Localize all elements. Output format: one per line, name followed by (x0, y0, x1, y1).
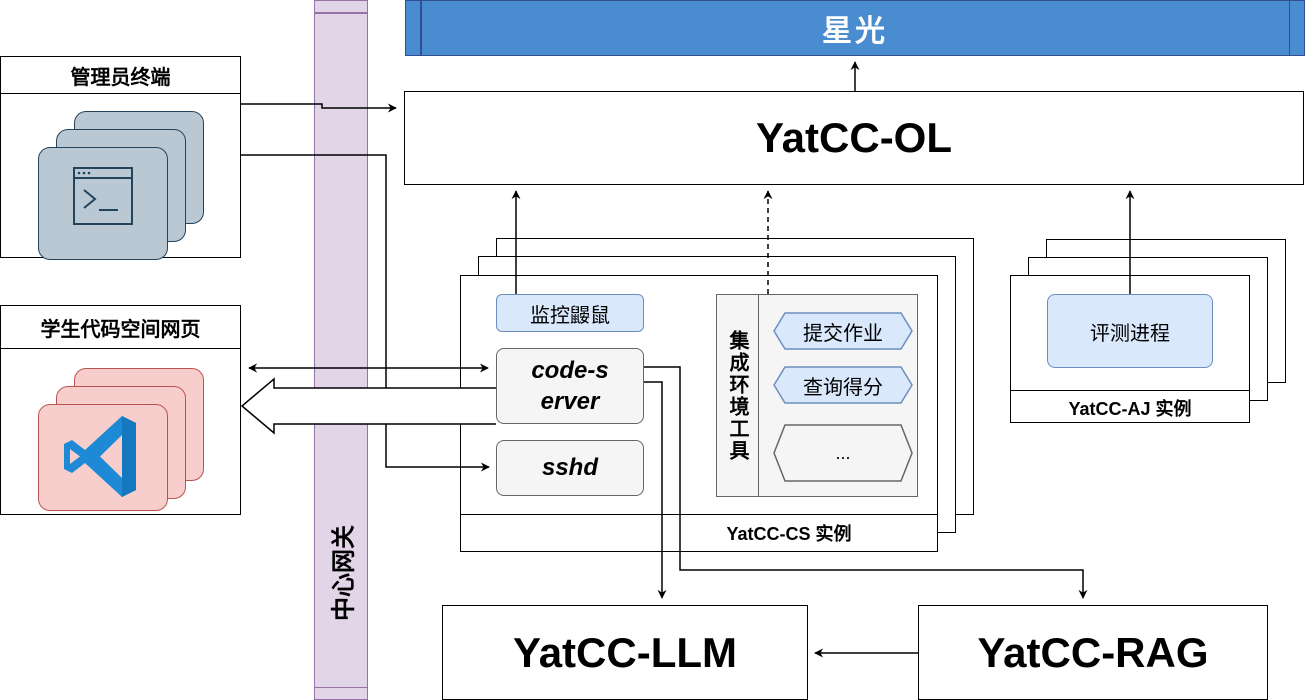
monitor-mole-box: 监控鼹鼠 (496, 294, 644, 332)
submit-homework-label: 提交作业 (803, 322, 883, 345)
tools-title-column: 集成环境工具 (717, 295, 759, 496)
code-server-to-llm-arrow (644, 381, 667, 599)
cs-instance-footer: YatCC-CS 实例 (461, 514, 937, 551)
yatcc-llm-box: YatCC-LLM (442, 605, 808, 700)
gateway-top-rule (315, 12, 367, 14)
xingguang-bar: 星光 (405, 0, 1305, 56)
submit-homework-tool[interactable]: 提交作业 (776, 313, 910, 349)
eval-process-box: 评测进程 (1047, 294, 1213, 368)
student-page-header: 学生代码空间网页 (1, 306, 240, 349)
aj-instance-label: YatCC-AJ 实例 (1068, 398, 1192, 419)
gateway-bottom-rule (315, 686, 367, 688)
sshd-label: sshd (541, 454, 598, 481)
admin-to-sshd-arrow (241, 154, 490, 472)
query-score-tool[interactable]: 查询得分 (776, 367, 910, 403)
submit-homework-hexagon (773, 312, 913, 350)
tools-title: 集成环境工具 (726, 329, 748, 462)
sshd-box[interactable]: sshd (496, 440, 644, 496)
admin-terminal-panel: 管理员终端 (0, 56, 241, 260)
more-tools-tool[interactable]: ... (776, 425, 910, 481)
code-server-to-rag-arrow (644, 366, 1088, 599)
gateway-bar: 中心网关 (314, 0, 368, 700)
monitor-mole-label: 监控鼹鼠 (530, 304, 610, 327)
vscode-card-front (38, 404, 168, 511)
terminal-icon (72, 166, 133, 225)
code-server-label: code-server (531, 356, 609, 415)
xingguang-right-rule (1288, 1, 1290, 55)
cs-instance-label: YatCC-CS 实例 (726, 524, 852, 544)
admin-to-ol-arrow (241, 103, 397, 113)
query-score-label: 查询得分 (803, 376, 883, 399)
code-server-box[interactable]: code-server (496, 348, 644, 424)
big-hollow-arrow (240, 377, 496, 435)
admin-terminal-header: 管理员终端 (1, 57, 240, 94)
student-page-panel: 学生代码空间网页 (0, 305, 241, 515)
yatcc-rag-label: YatCC-RAG (977, 628, 1209, 676)
aj-instance-footer: YatCC-AJ 实例 (1011, 390, 1249, 424)
more-tools-hexagon (773, 424, 913, 482)
student-page-title: 学生代码空间网页 (40, 318, 201, 341)
eval-process-label: 评测进程 (1090, 322, 1170, 345)
yatcc-ol-label: YatCC-OL (755, 114, 952, 161)
terminal-card-front (38, 147, 168, 260)
yatcc-llm-label: YatCC-LLM (513, 628, 737, 676)
query-score-hexagon (773, 366, 913, 404)
more-tools-label: ... (835, 442, 851, 463)
vscode-logo-icon (63, 415, 136, 497)
xingguang-left-rule (420, 1, 422, 55)
admin-terminal-title: 管理员终端 (70, 66, 171, 89)
yatcc-ol-box: YatCC-OL (404, 91, 1304, 185)
xingguang-label: 星光 (822, 15, 888, 48)
